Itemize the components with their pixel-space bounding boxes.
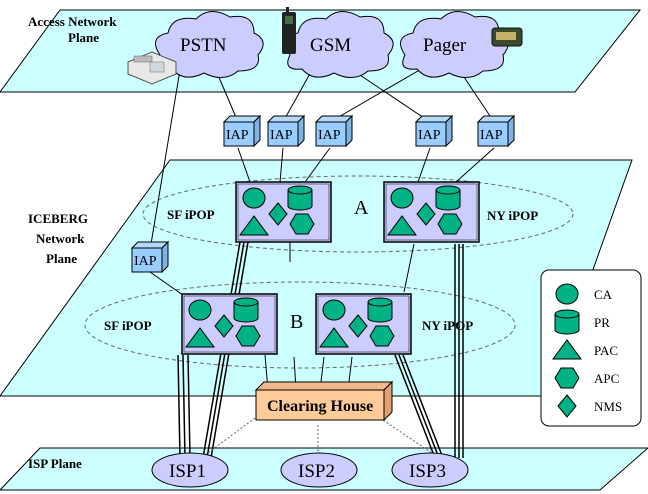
clearing-house: Clearing House [254,380,394,422]
ipop-ny-a-label: NY iPOP [487,208,538,223]
iap-label: IAP [226,128,249,143]
cylinder-component [435,185,461,211]
legend: CA PR PAC APC NMS [540,269,642,427]
isp3: ISP3 [391,452,469,488]
hexagon-component [437,213,463,235]
legend-circle-icon [555,283,579,305]
diamond-component [268,202,288,226]
iap-cube: IAP [266,114,306,148]
isp2: ISP2 [280,452,358,488]
iap-cube: IAP [314,114,354,148]
clearing-house-label: Clearing House [267,398,373,415]
iap-cube: IAP [414,114,454,148]
iap-cubes: IAP IAP IAP IAP IAP IAP [130,114,516,274]
triangle-component [239,215,269,236]
pstn-cloud: PSTN [155,11,264,78]
diamond-component [214,314,234,338]
legend-label: CA [594,287,613,302]
gsm-cloud: GSM [285,11,394,78]
ipop-sf-b-label: SF iPOP [104,318,152,333]
ipop-sf-a-label: SF iPOP [167,207,215,222]
isp2-label: ISP2 [298,461,335,482]
cluster-a-label: A [354,197,369,219]
triangle-component [387,215,417,236]
iceberg-plane-label-line1: ICEBERG [28,211,88,226]
cylinder-component [233,297,259,323]
pager-label: Pager [423,35,467,56]
hexagon-component [369,325,395,347]
iceberg-plane-label-line2: Network [36,231,85,246]
ipop-ny-a [383,181,480,243]
cylinder-component [287,185,313,211]
legend-label: PAC [594,343,618,358]
isp1-label: ISP1 [169,461,206,482]
iceberg-plane-label-line3: Plane [46,251,77,266]
legend-label: APC [594,371,619,386]
circle-component [322,299,346,321]
iap-label: IAP [418,128,441,143]
iap-label: IAP [134,254,157,269]
access-plane-label-line1: Access Network [28,14,117,29]
access-plane-label-line2: Plane [68,30,99,45]
gsm-label: GSM [310,35,351,56]
legend-label: PR [594,315,610,330]
isp3-label: ISP3 [409,461,446,482]
legend-cylinder-icon [554,309,580,335]
legend-hexagon-icon [554,367,580,389]
telephone-icon [127,51,177,85]
iap-label: IAP [480,128,503,143]
cluster-b-label: B [290,311,303,333]
iap-cube: IAP [130,240,170,274]
legend-triangle-icon [552,339,582,360]
circle-component [390,187,414,209]
circle-component [188,299,212,321]
isp-plane-label: ISP Plane [28,456,82,471]
diamond-component [416,202,436,226]
clearing-house-isp-links [204,417,436,456]
iap-label: IAP [270,128,293,143]
circle-component [242,187,266,209]
ipop-ny-b-label: NY iPOP [422,318,473,333]
hexagon-component [235,325,261,347]
hexagon-component [289,213,315,235]
ipop-sf-b [181,293,278,355]
pager-cloud: Pager [400,11,509,78]
legend-diamond-icon [557,394,577,418]
iap-label: IAP [318,128,341,143]
cluster-a-boundary [142,175,574,253]
diamond-component [348,314,368,338]
ipop-sf-a [235,181,332,243]
cylinder-component [367,297,393,323]
triangle-component [185,327,215,348]
pstn-label: PSTN [180,35,227,56]
iap-cube: IAP [476,114,516,148]
pager-icon [491,27,523,47]
triangle-component [319,327,349,348]
legend-label: NMS [594,399,622,414]
cluster-b-boundary [84,281,516,369]
ipop-ny-b [315,293,412,355]
mobile-phone-icon [282,7,296,54]
iap-cube: IAP [222,114,262,148]
isp1: ISP1 [151,452,229,488]
